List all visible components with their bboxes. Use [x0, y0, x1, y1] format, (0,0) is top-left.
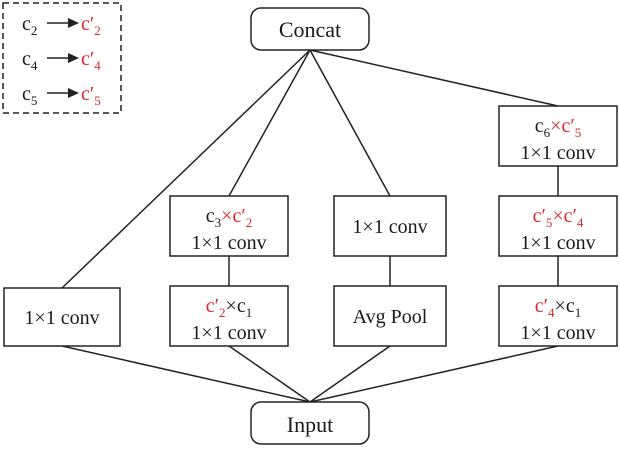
svg-text:c′5×c′4: c′5×c′4 — [533, 205, 584, 230]
branch3-avgpool-box: Avg Pool — [333, 285, 447, 347]
edge-concat-branch3 — [309, 49, 391, 197]
svg-text:c3×c′2: c3×c′2 — [206, 205, 252, 230]
arrow-icon — [68, 53, 79, 63]
input-label: Input — [287, 412, 333, 437]
edge-concat-branch4 — [309, 49, 559, 107]
edge-branch2-input — [228, 345, 311, 403]
svg-text:1×1 conv: 1×1 conv — [520, 322, 595, 344]
svg-text:c′4×c1: c′4×c1 — [535, 295, 581, 320]
svg-text:1×1 conv: 1×1 conv — [191, 232, 266, 254]
svg-text:c′2×c1: c′2×c1 — [206, 295, 252, 320]
svg-text:c5: c5 — [22, 83, 37, 108]
svg-text:1×1 conv: 1×1 conv — [24, 307, 99, 329]
edge-branch3-input — [309, 345, 391, 403]
branch4-middle-box: c′5×c′4 1×1 conv — [498, 195, 618, 257]
svg-text:1×1 conv: 1×1 conv — [520, 142, 595, 164]
edge-concat-branch2 — [228, 49, 311, 197]
edge-concat-branch1 — [61, 49, 311, 289]
branch4-top-box: c6×c′5 1×1 conv — [498, 105, 618, 167]
svg-text:c4: c4 — [22, 48, 38, 73]
branch2-upper-box: c3×c′2 1×1 conv — [169, 195, 289, 257]
svg-text:1×1 conv: 1×1 conv — [352, 216, 427, 238]
branch1-conv-box: 1×1 conv — [3, 287, 121, 347]
svg-text:c2: c2 — [22, 13, 37, 38]
legend: c2 c′2 c4 c′4 c5 c′5 — [2, 2, 122, 114]
legend-row-1: c2 c′2 — [22, 13, 101, 38]
svg-text:c′2: c′2 — [81, 13, 101, 38]
concat-node: Concat — [250, 7, 370, 51]
arrow-icon — [68, 18, 79, 28]
legend-row-2: c4 c′4 — [22, 48, 101, 73]
svg-text:Avg Pool: Avg Pool — [353, 306, 428, 328]
svg-text:1×1 conv: 1×1 conv — [520, 232, 595, 254]
edge-branch4-input — [309, 345, 559, 403]
concat-label: Concat — [279, 17, 341, 42]
svg-text:1×1 conv: 1×1 conv — [191, 322, 266, 344]
edge-branch1-input — [61, 345, 311, 403]
input-node: Input — [250, 401, 370, 445]
svg-text:c′5: c′5 — [81, 83, 101, 108]
legend-row-3: c5 c′5 — [22, 83, 101, 108]
branch3-upper-box: 1×1 conv — [333, 195, 447, 257]
svg-text:c6×c′5: c6×c′5 — [535, 115, 581, 140]
branch4-bottom-box: c′4×c1 1×1 conv — [498, 285, 618, 347]
arrow-icon — [68, 88, 79, 98]
branch2-lower-box: c′2×c1 1×1 conv — [169, 285, 289, 347]
svg-text:c′4: c′4 — [81, 48, 101, 73]
